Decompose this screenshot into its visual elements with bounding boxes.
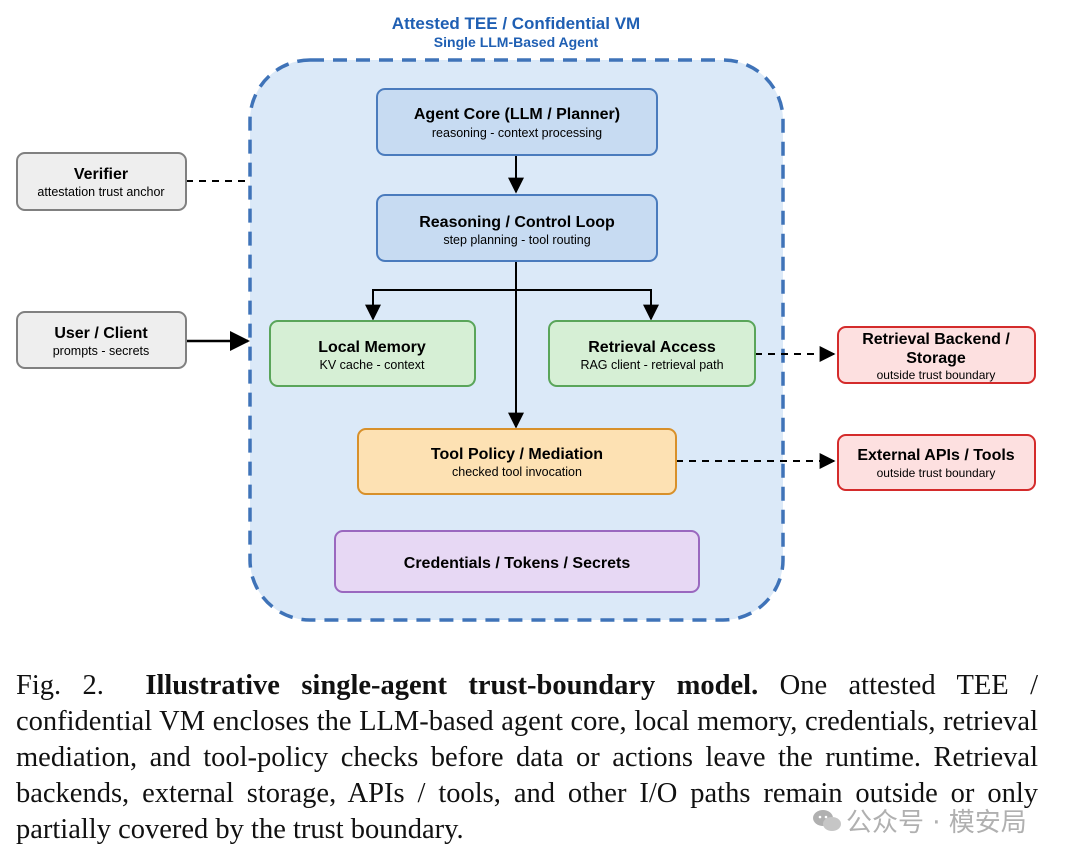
retrieval-access-node: Retrieval Access RAG client - retrieval … xyxy=(548,320,756,387)
local-memory-title: Local Memory xyxy=(318,339,426,356)
local-memory-node: Local Memory KV cache - context xyxy=(269,320,476,387)
retrieval-access-title: Retrieval Access xyxy=(588,339,716,356)
loop-to-retrieval-arrow xyxy=(516,289,659,321)
user-client-node: User / Client prompts - secrets xyxy=(16,311,187,369)
retrieval-backend-title-line2: Storage xyxy=(906,350,966,367)
verifier-node: Verifier attestation trust anchor xyxy=(16,152,187,211)
agent-core-title: Agent Core (LLM / Planner) xyxy=(414,106,620,123)
agent-core-node: Agent Core (LLM / Planner) reasoning - c… xyxy=(376,88,658,156)
user-client-title: User / Client xyxy=(54,325,148,342)
watermark: 公众号 · 模安局 xyxy=(812,802,1027,839)
retrieval-access-subtitle: RAG client - retrieval path xyxy=(580,358,723,372)
loop-to-memory-arrow xyxy=(365,289,516,321)
retrieval-backend-title-line1: Retrieval Backend / xyxy=(862,331,1010,348)
user-client-subtitle: prompts - secrets xyxy=(53,344,150,358)
external-apis-node: External APIs / Tools outside trust boun… xyxy=(837,434,1036,491)
figure-caption: Fig. 2. Illustrative single-agent trust-… xyxy=(16,668,1038,848)
caption-body: One attested TEE / confidential VM enclo… xyxy=(16,670,1039,845)
caption-title: Illustrative single-agent trust-boundary… xyxy=(145,670,759,701)
verifier-title: Verifier xyxy=(74,166,128,183)
control-loop-node: Reasoning / Control Loop step planning -… xyxy=(376,194,658,262)
verifier-subtitle: attestation trust anchor xyxy=(37,185,164,199)
local-memory-subtitle: KV cache - context xyxy=(320,358,425,372)
external-apis-title: External APIs / Tools xyxy=(857,447,1014,464)
agent-core-subtitle: reasoning - context processing xyxy=(432,126,602,140)
tool-policy-node: Tool Policy / Mediation checked tool inv… xyxy=(357,428,677,495)
control-loop-title: Reasoning / Control Loop xyxy=(419,214,615,231)
control-loop-subtitle: step planning - tool routing xyxy=(443,233,590,247)
tool-policy-title: Tool Policy / Mediation xyxy=(431,446,603,463)
boundary-title: Attested TEE / Confidential VM xyxy=(392,14,640,33)
trust-boundary-diagram: Attested TEE / Confidential VM Single LL… xyxy=(16,14,1036,622)
connectors xyxy=(186,155,836,469)
retrieval-backend-node: Retrieval Backend / Storage outside trus… xyxy=(837,326,1036,384)
boundary-subtitle: Single LLM-Based Agent xyxy=(434,34,599,50)
caption-fig-label: Fig. 2. xyxy=(16,670,104,701)
tool-policy-subtitle: checked tool invocation xyxy=(452,465,582,479)
credentials-node: Credentials / Tokens / Secrets xyxy=(334,530,700,593)
chat-bubble-icon xyxy=(813,810,841,831)
watermark-text: 公众号 · 模安局 xyxy=(846,808,1027,838)
credentials-title: Credentials / Tokens / Secrets xyxy=(404,555,631,572)
retrieval-backend-subtitle: outside trust boundary xyxy=(877,368,996,382)
external-apis-subtitle: outside trust boundary xyxy=(877,466,996,480)
